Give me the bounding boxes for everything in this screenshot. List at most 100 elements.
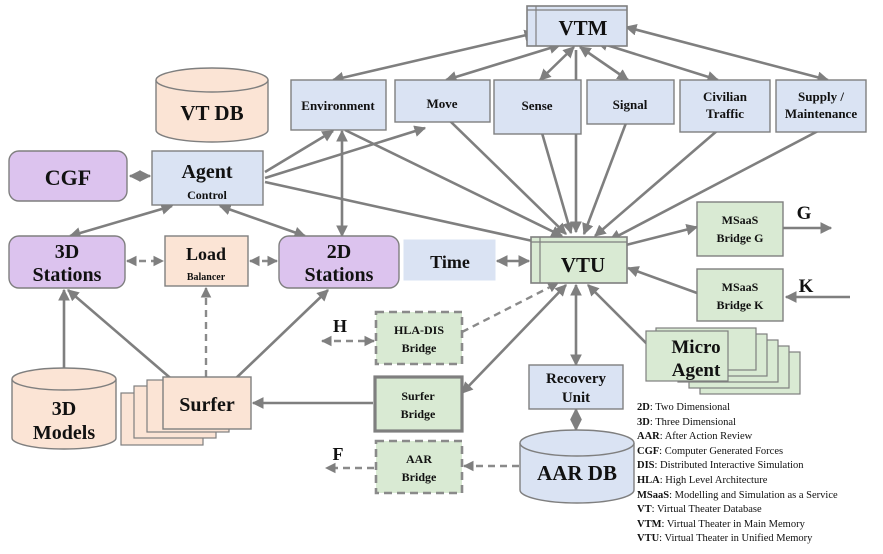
legend-row: VTM: Virtual Theater in Main Memory [637,518,883,533]
edge-vtm-environment [331,29,537,84]
legend-definition: : Two Dimensional [649,402,730,413]
legend-definition: : Three Dimensional [649,416,736,428]
node-agent-control: Agent Control [151,150,264,206]
node-aar-bridge: AAR Bridge [374,439,464,495]
agent-label-2: Control [187,188,227,202]
vtm-label: VTM [559,16,608,40]
hla-label-2: Bridge [402,341,437,355]
legend-row: MSaaS: Modelling and Simulation as a Ser… [637,489,883,504]
node-sense: Sense [493,79,582,135]
time-label: Time [430,252,470,272]
legend-abbr: VTU [637,533,660,545]
node-civilian-traffic: Civilian Traffic [679,79,771,133]
aardb-label: AAR DB [537,461,617,485]
hla-label-1: HLA-DIS [394,323,444,337]
edge-civilian-vtu [594,129,719,237]
node-msaas-bridge-k: MSaaS Bridge K [696,268,784,322]
node-3d-models: 3D Models [11,367,117,450]
vtu-label: VTU [561,253,605,277]
supply-label-2: Maintenance [785,106,857,121]
legend-abbr: HLA [637,474,660,486]
stations2d-label-2: Stations [305,264,374,286]
load-label-1: Load [186,244,226,264]
aar-label-2: Bridge [402,470,437,484]
legend-abbr: 2D [637,402,650,413]
edge-move-vtu [449,120,567,235]
recovery-label-1: Recovery [546,371,606,387]
edge-agent-move [264,125,427,180]
edge-vtu-surferbridge [461,284,567,394]
legend-definition: : Virtual Theater Database [651,504,762,516]
edge-vtm-supply [624,24,830,83]
legend-row: VTU: Virtual Theater in Unified Memory [637,532,883,547]
legend-abbr: VT [637,504,652,516]
node-cgf: CGF [8,150,128,202]
node-vt-db: VT DB [155,67,269,143]
node-3d-stations: 3D Stations [8,235,126,289]
node-surfer: Surfer [120,376,252,446]
node-hla-dis-bridge: HLA-DIS Bridge [374,310,464,366]
models-label-1: 3D [52,398,76,420]
legend-definition: : Virtual Theater in Main Memory [661,518,805,530]
node-move: Move [394,79,491,123]
edge-environment-vtu [344,128,564,238]
micro-label-2: Agent [672,360,721,381]
label-f: F [333,444,344,464]
dashed-connectors [125,255,559,474]
aar-label-1: AAR [406,452,432,466]
legend-row: VT: Virtual Theater Database [637,503,883,518]
node-signal: Signal [586,79,675,125]
supply-label-1: Supply / [798,89,844,104]
surfer-bridge-label-1: Surfer [401,389,435,403]
edge-agent-environment [264,129,335,174]
civilian-label-2: Traffic [706,106,744,121]
node-time: Time [403,239,496,281]
legend-definition: : Distributed Interactive Simulation [654,460,804,472]
stations3d-label-1: 3D [55,241,79,263]
node-load-balancer: Load Balancer [164,235,249,287]
legend-row: CGF: Computer Generated Forces [637,445,883,460]
connectors [58,24,850,432]
bridge-k-label-2: Bridge K [717,298,765,312]
recovery-label-2: Unit [562,390,590,406]
node-2d-stations: 2D Stations [278,235,400,289]
node-environment: Environment [290,79,387,131]
agent-label-1: Agent [181,161,232,183]
node-vtm: VTM [526,5,628,47]
node-micro-agent: Micro Agent [645,327,801,395]
load-label-2: Balancer [187,272,226,283]
edge-signal-vtu [582,122,628,236]
cgf-label: CGF [45,165,91,190]
legend-row: 3D: Three Dimensional [637,416,883,431]
legend-abbr: DIS [637,460,655,472]
models-label-2: Models [33,422,95,444]
legend-definition: : Virtual Theater in Unified Memory [659,533,813,545]
legend-row: AAR: After Action Review [637,430,883,445]
civilian-label-1: Civilian [703,89,748,104]
label-k: K [799,276,814,297]
stations2d-label-1: 2D [327,241,351,263]
edge-hla-vtu [461,281,559,334]
edge-agent-vtu [264,180,562,251]
legend-abbr: AAR [637,431,660,443]
legend-row: HLA: High Level Architecture [637,474,883,489]
sense-label: Sense [521,98,552,113]
legend-row: 2D: Two Dimensional [637,401,883,416]
legend-definition: : Computer Generated Forces [659,445,784,457]
vtdb-label: VT DB [180,101,243,125]
legend-abbr: CGF [637,445,660,457]
move-label: Move [426,96,457,111]
legend-definition: : High Level Architecture [659,474,768,486]
node-recovery-unit: Recovery Unit [528,364,624,410]
edge-vtm-sense [539,46,575,81]
edge-agent-2dstations [218,203,307,239]
bridge-g-label-2: Bridge G [717,231,764,245]
legend-row: DIS: Distributed Interactive Simulation [637,459,883,474]
label-g: G [797,203,812,224]
edge-sense-vtu [540,132,574,235]
legend-definition: : Modelling and Simulation as a Service [669,489,838,501]
legend-abbr: 3D [637,416,650,428]
edge-agent-3dstations [68,203,174,239]
